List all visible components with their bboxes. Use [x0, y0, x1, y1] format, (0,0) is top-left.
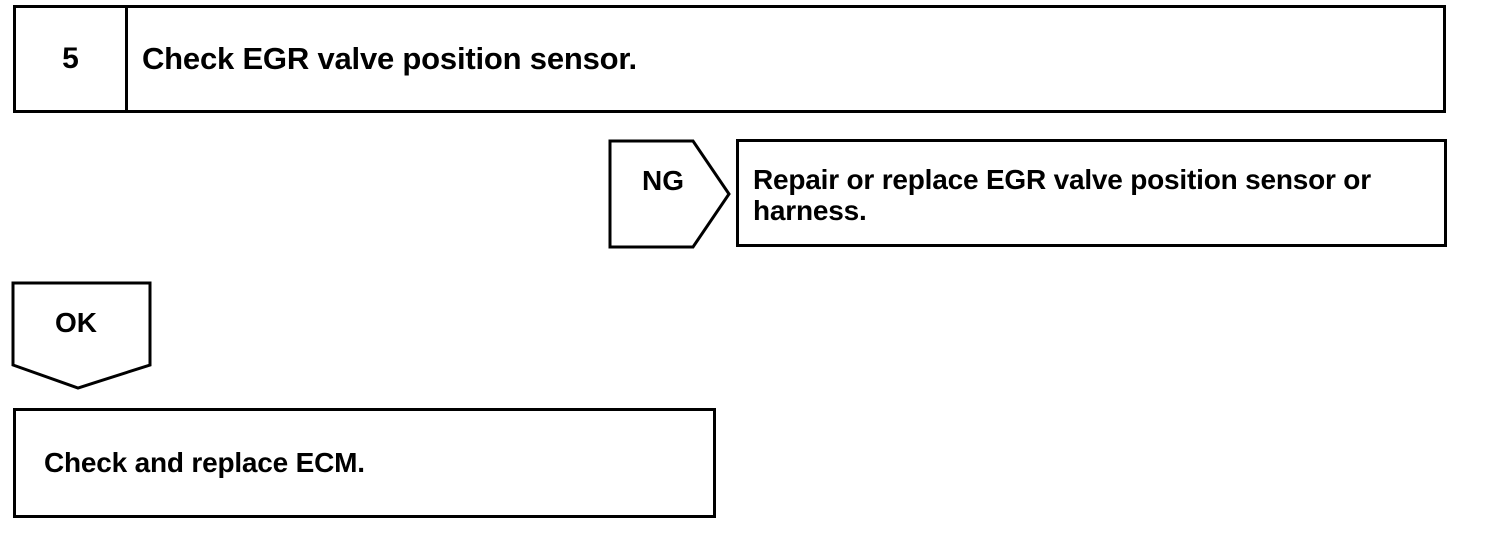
step-title: Check EGR valve position sensor.: [142, 41, 637, 76]
ng-action-text: Repair or replace EGR valve position sen…: [753, 164, 1371, 226]
ok-tag-arrow-shape: [11, 281, 152, 390]
ng-label: NG: [642, 165, 684, 196]
ng-action-box: Repair or replace EGR valve position sen…: [736, 139, 1447, 247]
ng-tag-arrow-shape: [608, 139, 731, 249]
ok-action-text: Check and replace ECM.: [44, 447, 365, 478]
ok-branch-tag: OK: [11, 281, 153, 391]
ng-branch-tag: NG: [608, 139, 732, 249]
step-header-box: 5 Check EGR valve position sensor.: [13, 5, 1446, 113]
ng-action-line-2: harness.: [753, 195, 867, 226]
ok-label: OK: [55, 307, 97, 338]
ok-action-box: Check and replace ECM.: [13, 408, 716, 518]
step-number: 5: [16, 8, 128, 110]
ng-action-line-1: Repair or replace EGR valve position sen…: [753, 164, 1371, 195]
